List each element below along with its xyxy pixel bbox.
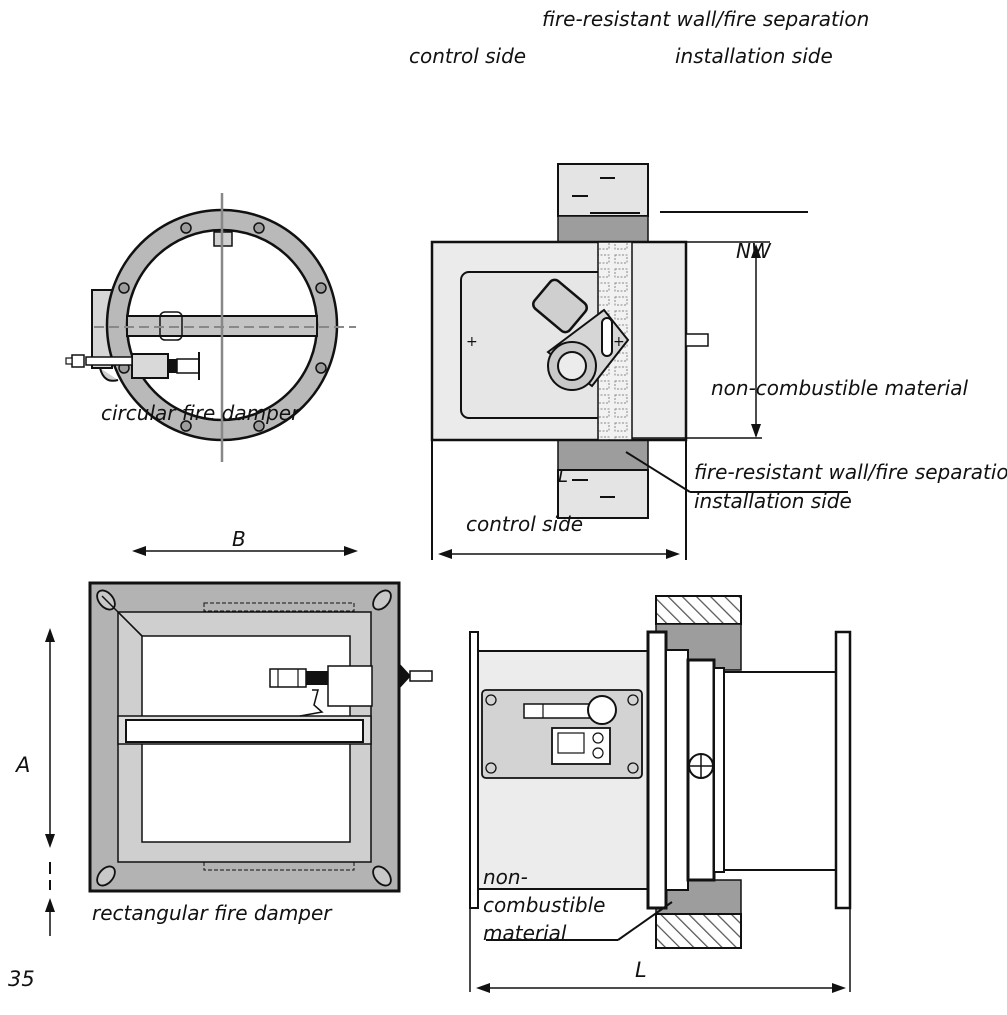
label-non-combustible-right: non-combustible material <box>711 376 969 400</box>
svg-text:+: + <box>466 334 478 350</box>
label-dim-a: A <box>14 753 30 777</box>
label-control-side-mid: control side <box>466 512 583 536</box>
rectangular-damper-front-view <box>45 546 433 936</box>
side-section-view <box>469 595 852 993</box>
label-top-installation-side: installation side <box>675 44 833 68</box>
label-rectangular-fire-damper: rectangular fire damper <box>92 901 333 925</box>
label-installation-right: installation side <box>694 489 852 513</box>
label-nw: NW <box>736 239 772 263</box>
circular-damper-front-view <box>65 193 356 462</box>
label-dim-l: L <box>635 958 647 982</box>
label-non-combustible-line1: non- <box>483 865 528 889</box>
label-dim-l-small: L <box>558 466 568 487</box>
label-non-combustible-line2: combustible <box>483 893 605 917</box>
label-wall-right: fire-resistant wall/fire separation <box>694 460 1007 484</box>
label-top-wall: fire-resistant wall/fire separation <box>542 7 869 31</box>
label-non-combustible-line3: material <box>483 921 567 945</box>
label-circular-fire-damper: circular fire damper <box>101 401 301 425</box>
label-top-control-side: control side <box>409 44 526 68</box>
wall-section-view: + + <box>430 163 848 560</box>
svg-text:+: + <box>613 334 625 350</box>
label-dim-b: B <box>232 527 246 551</box>
page-number: 35 <box>8 967 35 991</box>
